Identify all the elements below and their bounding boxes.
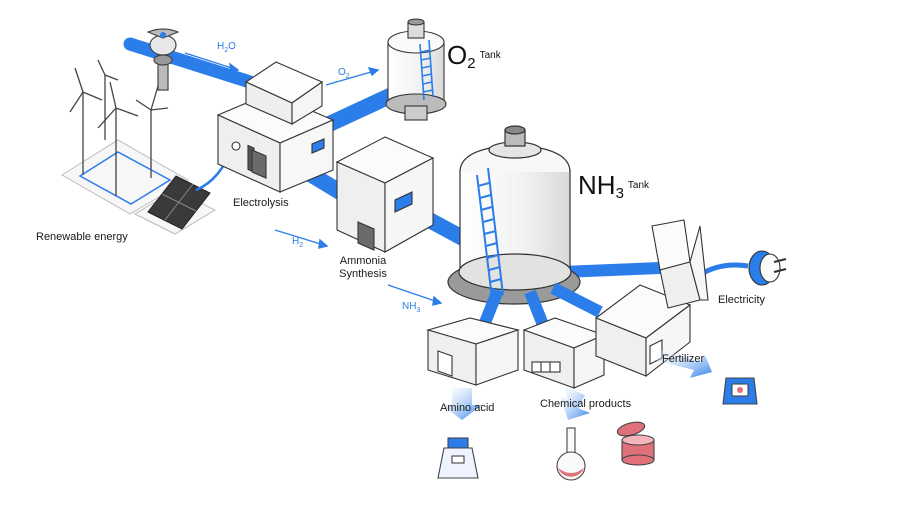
label-ammonia-synthesis: Ammonia Synthesis (338, 255, 388, 281)
pipe-electricity-out (561, 262, 749, 278)
power-plug-icon (748, 250, 787, 286)
chemical-products-plant (522, 317, 606, 389)
amino-acid-bottle-icon (437, 437, 479, 479)
ammonia-tank (447, 125, 581, 305)
flow-label-h2: H2 (292, 236, 304, 249)
pipe-oxygen (321, 87, 396, 134)
label-renewable-energy: Renewable energy (36, 231, 128, 243)
fertilizer-bag-icon (722, 377, 758, 405)
water-tap-icon (146, 28, 180, 91)
solar-panel-icon (133, 175, 217, 235)
label-chemical-products: Chemical products (540, 398, 632, 410)
flow-label-o2: O2 (338, 67, 350, 80)
label-electricity: Electricity (718, 294, 766, 306)
wind-turbine-icon (69, 59, 169, 196)
oxygen-tank (385, 18, 447, 121)
label-ammonia-line1: Ammonia (339, 255, 387, 267)
power-plant (651, 219, 709, 309)
electrolysis-building (216, 61, 335, 193)
label-fertilizer: Fertilizer (662, 353, 705, 365)
label-amino-acid: Amino acid (440, 402, 495, 414)
flow-label-h2o: H2O (217, 41, 236, 54)
flow-label-nh3: NH3 (402, 301, 421, 314)
amino-acid-plant (426, 317, 520, 386)
label-electrolysis: Electrolysis (233, 197, 289, 209)
flow-arrows (184, 52, 443, 306)
flask-icon (556, 427, 586, 481)
label-ammonia-line2: Synthesis (339, 268, 387, 280)
pipe-water-inlet (123, 37, 257, 89)
ammonia-synthesis-building (335, 136, 435, 253)
cosmetic-jar-icon (616, 421, 655, 466)
output-arrows (442, 350, 712, 420)
renewable-energy-site (61, 59, 234, 235)
